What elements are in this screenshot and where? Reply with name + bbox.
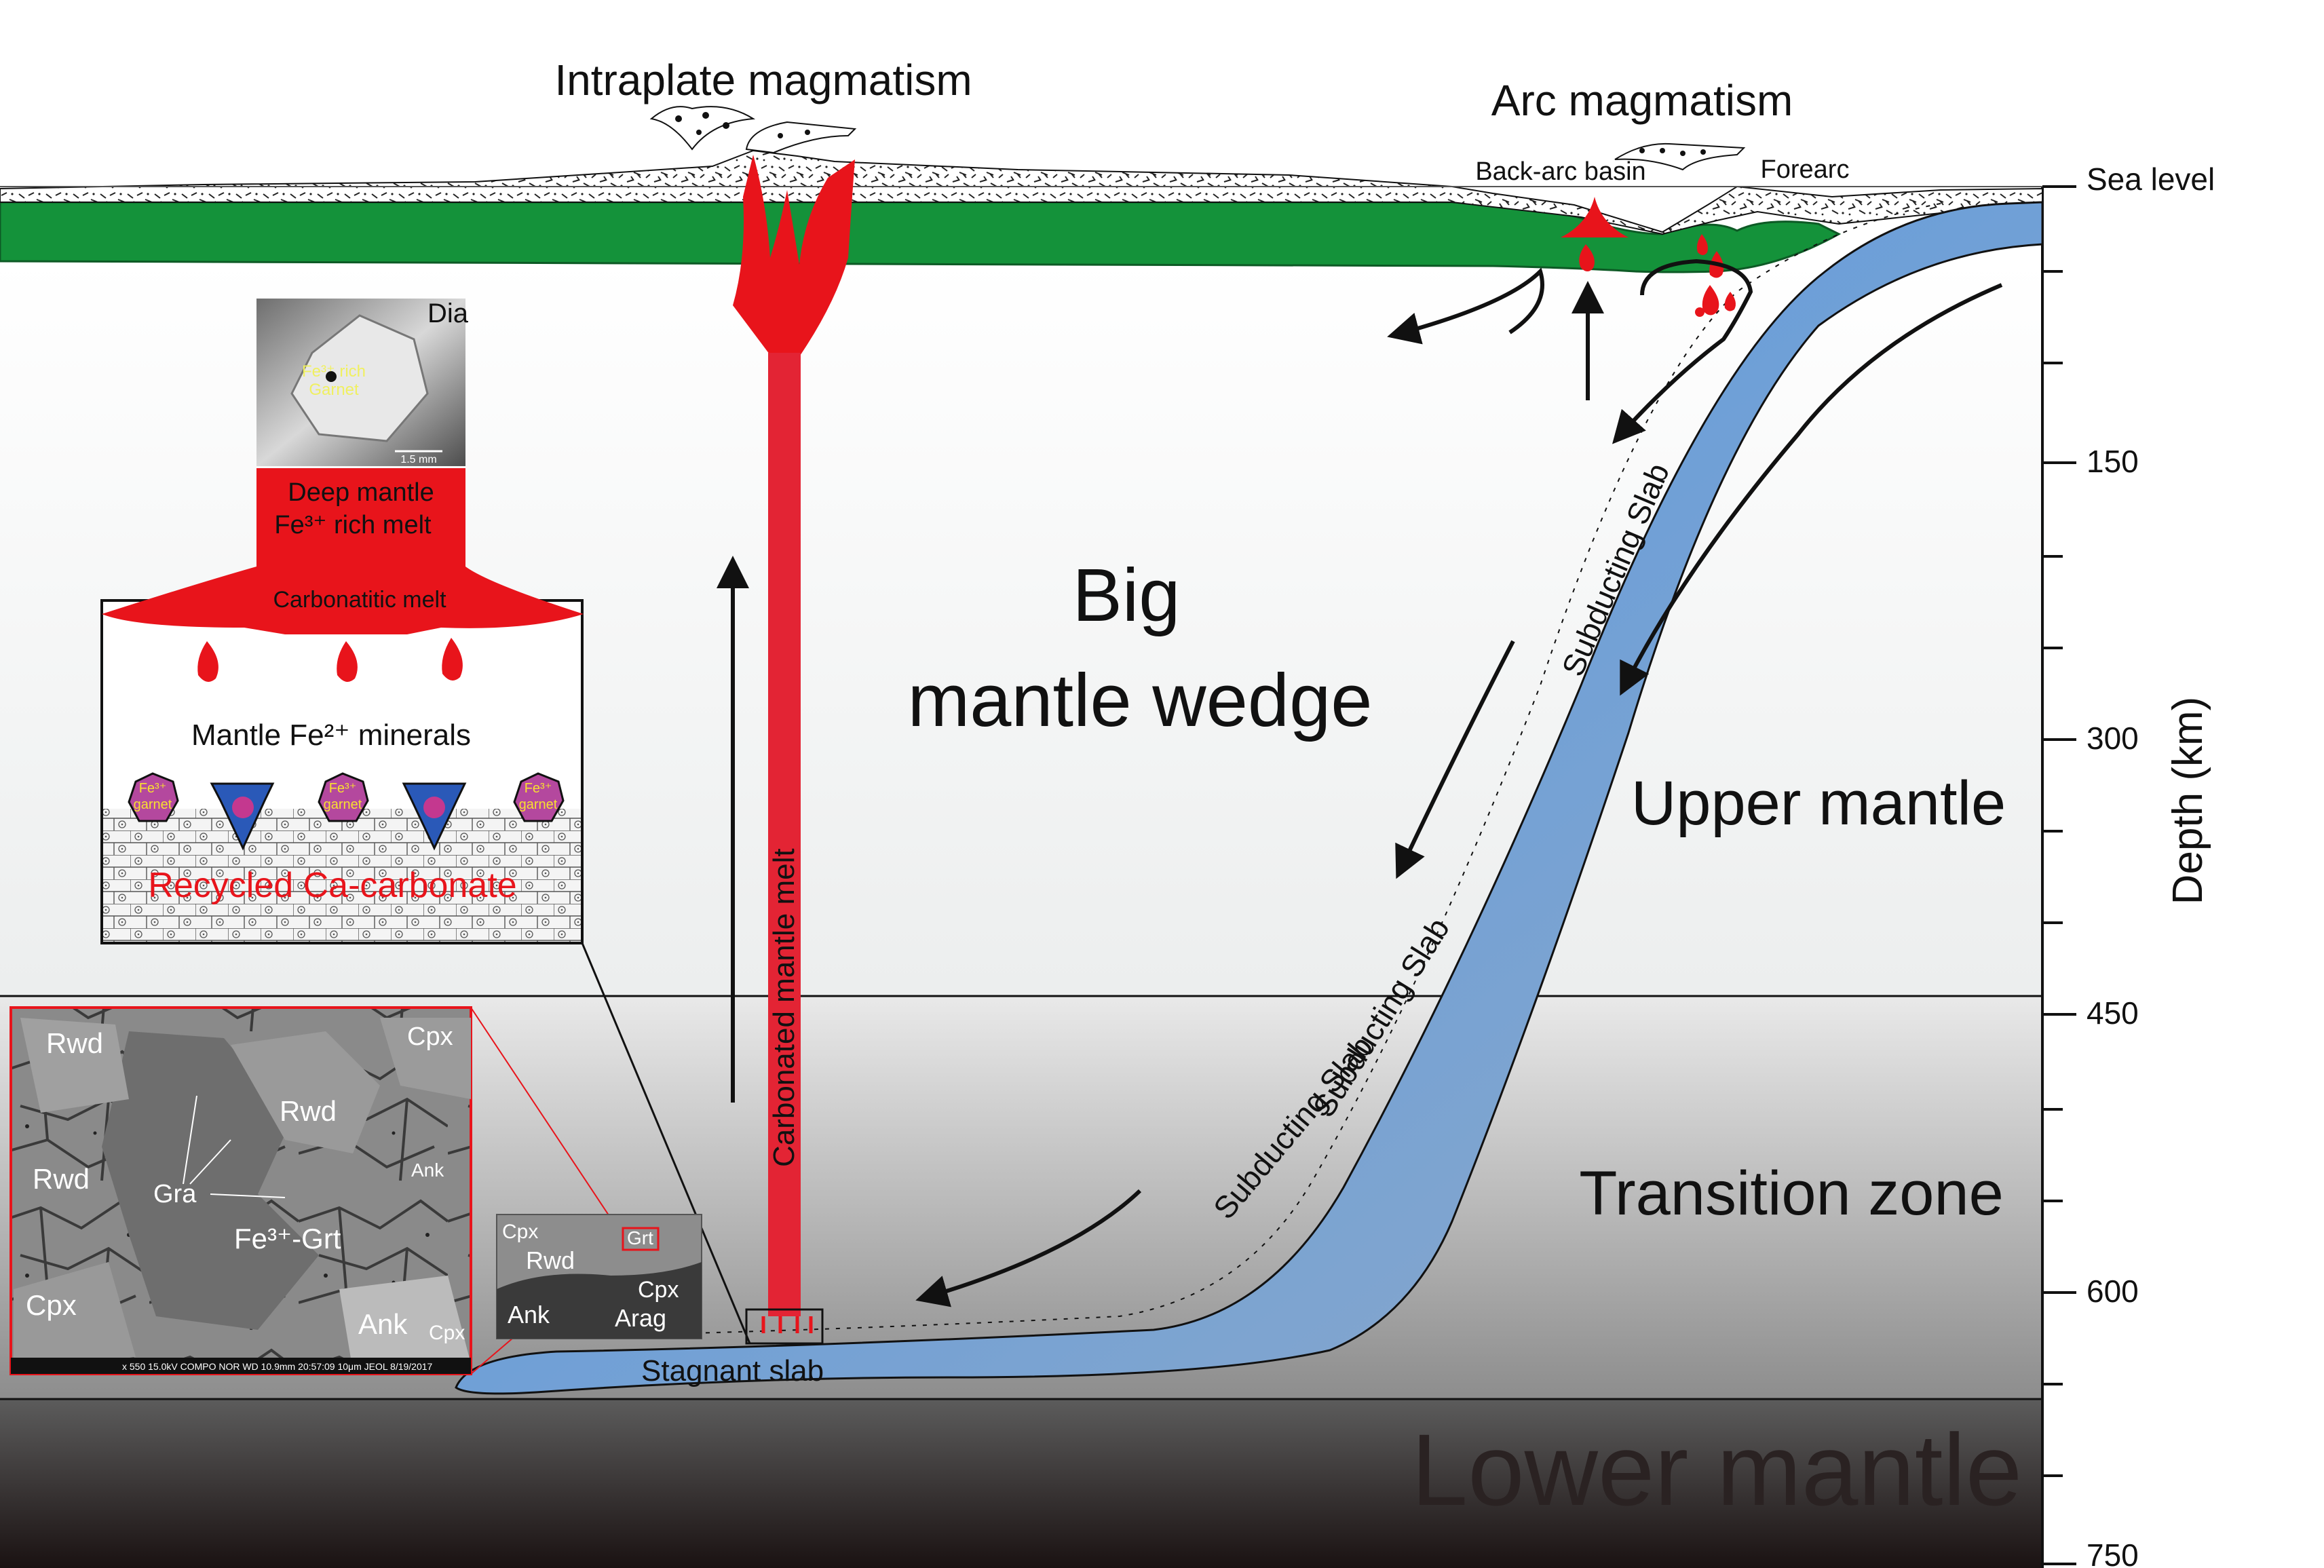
garnet-2-label-bottom: garnet [324,797,362,812]
subducting-slab [455,201,2044,1395]
intraplate-ash-cloud [649,106,756,151]
deep-melt-label-2: Fe³⁺ rich melt [274,511,432,539]
plume-root-box [745,1308,824,1345]
slab-sediment-layer [610,203,1941,1336]
sem-small-rwd: Rwd [526,1246,575,1274]
dia-inclusion-label-2: Garnet [309,381,359,399]
arc-magmatism-title: Arc magmatism [1491,76,1793,125]
garnet-3 [513,772,565,822]
sem-grains [14,1018,471,1371]
dia-inclusion-label-1: Fe³⁺ rich [302,362,366,381]
garnet-3-label-top: Fe³⁺ [525,781,552,796]
plume-head [733,155,855,360]
garnet-1-label-top: Fe³⁺ [139,781,167,796]
diamond-crystal [290,314,429,442]
sem-footer-bar [11,1358,471,1374]
sem-connector-top [470,1007,622,1234]
sem-small-arag: Arag [615,1304,666,1332]
back-arc-basin-label: Back-arc basin [1475,157,1645,186]
sem-small-grt: Grt [627,1227,653,1248]
mantle-minerals-label: Mantle Fe²⁺ minerals [191,719,471,752]
sem-gra-pointers [183,1095,286,1198]
depth-axis-title: Depth (km) [2165,697,2211,905]
sem-cpx-2: Cpx [26,1289,77,1321]
sem-rwd-1: Rwd [46,1027,103,1059]
sem-small-cpx-a: Cpx [502,1221,538,1243]
back-arc-melt [1561,197,1628,237]
forearc-label: Forearc [1761,155,1850,184]
back-arc-melt-drop [1579,244,1595,271]
garnet-inclusion [326,371,337,382]
mineral-row: Fe³⁺ garnet Fe³⁺ garnet Fe³⁺ garnet [128,772,565,851]
dia-label: Dia [427,299,469,328]
arc-ash-cloud [1614,142,1746,171]
garnet-1 [128,772,179,822]
arc-melt-drops [1695,234,1736,317]
transition-zone-label: Transition zone [1579,1159,2004,1228]
depth-tick-450: 450 [2087,995,2139,1031]
scale-bar-label: 1.5 mm [400,454,436,465]
sem-ank-2: Ank [358,1308,408,1340]
sem-small-zoom-box [622,1227,660,1251]
mantle-wedge-label: mantle wedge [908,659,1373,742]
depth-tick-150: 150 [2087,444,2139,479]
inset-connector-line [581,942,751,1344]
sem-ank-1: Ank [411,1160,444,1181]
lower-mantle-label: Lower mantle [1411,1413,2022,1527]
depth-tick-300: 300 [2087,721,2139,756]
garnet-2-label-top: Fe³⁺ [329,781,357,796]
upper-mantle-label: Upper mantle [1631,769,2006,838]
plume-root-arrows [761,1316,813,1333]
garnet-3-label-bottom: garnet [519,797,558,812]
carbonatitic-melt-funnel [102,468,584,634]
recycled-carbonate-label: Recycled Ca-carbonate [148,866,516,905]
depth-axis-ticks [2042,185,2076,1565]
stagnant-slab-label: Stagnant slab [641,1354,824,1388]
sem-footer-text: x 550 15.0kV COMPO NOR WD 10.9mm 20:57:0… [122,1361,433,1372]
carbonated-melt-label: Carbonated mantle melt [767,848,801,1167]
sem-rwd-2: Rwd [280,1095,337,1127]
diamond-2-inclusion [423,797,445,818]
sem-rwd-3: Rwd [33,1163,90,1195]
arc-ash-dots [1639,148,1706,156]
deep-melt-label-1: Deep mantle [288,478,434,507]
intraplate-magmatism-title: Intraplate magmatism [554,56,972,104]
sem-small-dark-band [497,1262,702,1339]
sea-level-label: Sea level [2087,161,2215,197]
garnet-1-label-bottom: garnet [134,797,172,812]
sem-cpx-1: Cpx [407,1022,453,1051]
depth-tick-600: 600 [2087,1274,2139,1309]
diamond-1-inclusion [232,797,254,818]
sem-small-cpx-b: Cpx [638,1277,679,1303]
intraplate-ash-dots [675,112,810,138]
big-label: Big [1073,554,1181,637]
plume-conduit [768,353,801,1316]
mantle-flow-arrows [915,259,2003,1307]
intraplate-ash-plume [745,121,857,154]
sem-grt: Fe³⁺-Grt [234,1223,341,1255]
carbonatitic-melt-label: Carbonatitic melt [273,587,446,613]
melt-droplets [197,638,463,682]
sem-cpx-3: Cpx [429,1322,465,1344]
garnet-2 [318,772,369,822]
sem-gra: Gra [153,1180,197,1208]
lower-mantle-layer [0,1399,2042,1568]
depth-tick-750: 750 [2087,1537,2139,1568]
sem-small-ank: Ank [508,1301,550,1328]
